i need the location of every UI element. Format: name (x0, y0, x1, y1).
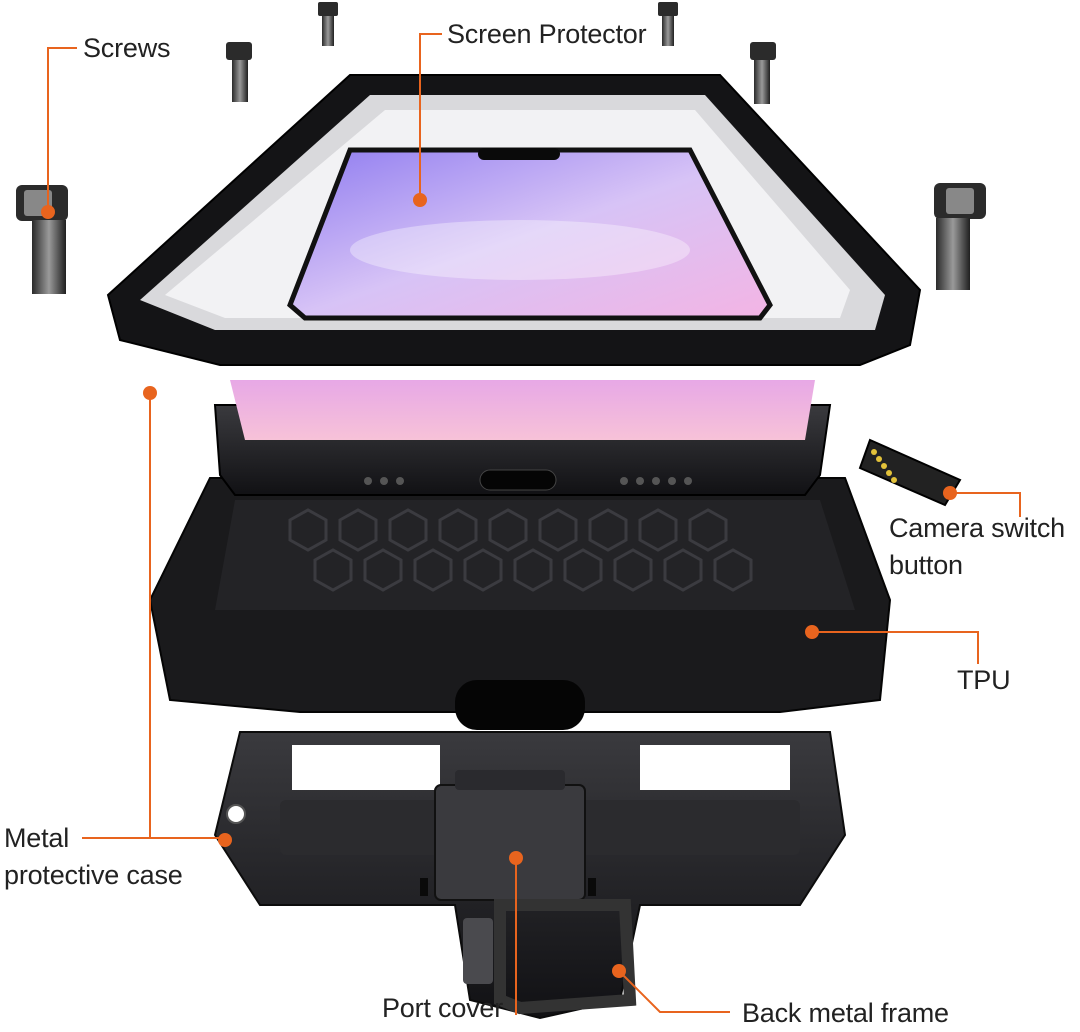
tpu-layer (148, 477, 892, 730)
callout-line-back-frame (618, 970, 730, 1013)
callout-line-screen-protector (419, 33, 442, 200)
label-port-cover: Port cover (382, 990, 503, 1027)
label-metal-case-line2: protective case (4, 860, 183, 890)
label-port-cover-text: Port cover (382, 993, 504, 1023)
label-back-metal-frame: Back metal frame (742, 995, 949, 1032)
label-screws: Screws (83, 30, 171, 67)
callout-dot-port-cover (509, 851, 523, 865)
screw-mid-left (226, 42, 252, 102)
phone (213, 380, 832, 496)
callout-dot-back-frame (612, 964, 626, 978)
label-screen-protector: Screen Protector (447, 16, 647, 53)
callout-dot-metal-case (218, 833, 232, 847)
callout-dot-camera-switch (943, 486, 957, 500)
label-camera-switch-line2: button (889, 550, 963, 580)
screw-top-left (318, 2, 338, 46)
label-screen-protector-text: Screen Protector (447, 19, 647, 49)
callout-dot-screen-protector (413, 193, 427, 207)
callout-dot-screws (41, 205, 55, 219)
screen (287, 147, 773, 321)
label-screws-text: Screws (83, 33, 171, 63)
label-tpu: TPU (957, 662, 1011, 699)
callout-dots (41, 193, 957, 978)
label-camera-switch-line1: Camera switch (889, 513, 1065, 543)
label-metal-protective-case: Metal protective case (4, 820, 183, 894)
callout-dot-metal-case-top (143, 386, 157, 400)
screw-far-left (16, 185, 68, 294)
callout-line-screws (47, 47, 77, 208)
callout-line-camera-switch (950, 492, 1021, 517)
screw-far-right (934, 183, 986, 290)
callout-lines (47, 33, 1021, 1015)
label-metal-case-line1: Metal (4, 823, 70, 853)
screw-mid-right (750, 42, 776, 104)
callout-dot-tpu (805, 625, 819, 639)
camera-switch-part (858, 438, 962, 507)
label-back-metal-frame-text: Back metal frame (742, 998, 949, 1028)
label-tpu-text: TPU (957, 665, 1011, 695)
screw-top-right (658, 2, 678, 46)
callout-line-tpu (812, 631, 979, 664)
callout-line-metal-case (82, 395, 151, 839)
port-cover (434, 770, 637, 1015)
label-camera-switch-button: Camera switch button (889, 510, 1065, 584)
